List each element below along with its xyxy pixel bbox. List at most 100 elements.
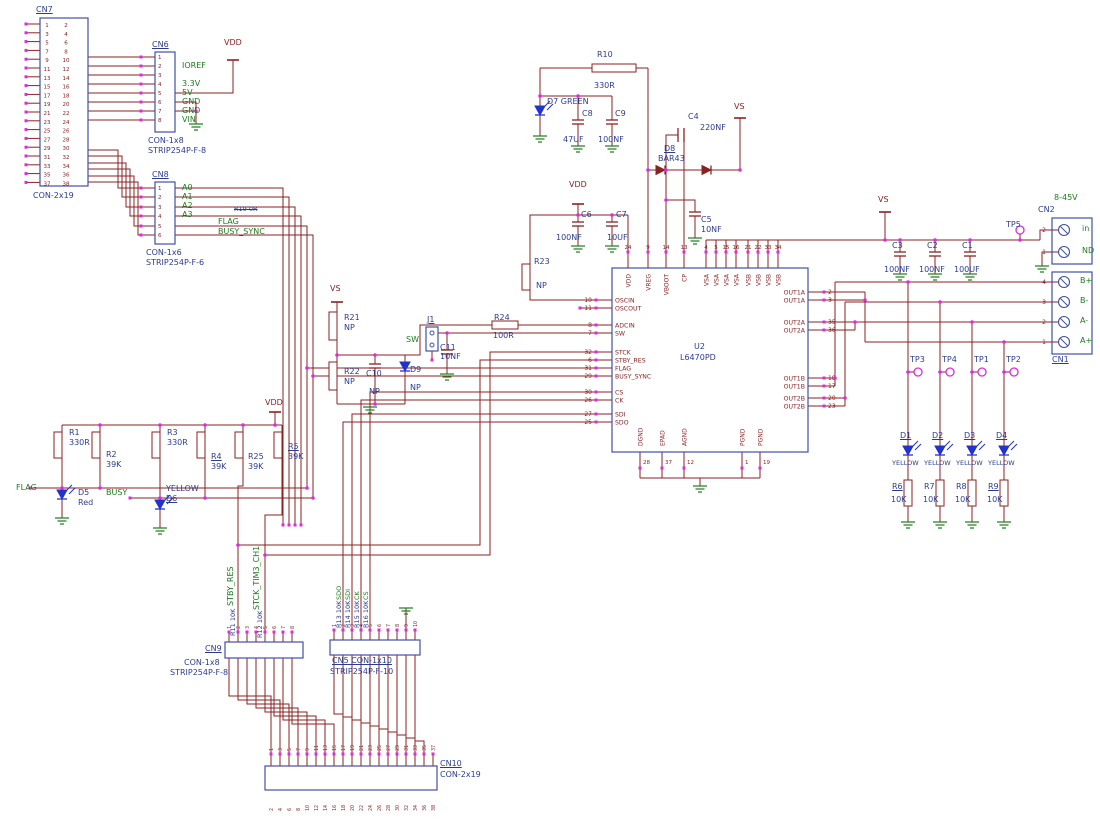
cn7-pin-number: 29 — [44, 146, 51, 152]
r6-value: 10K — [891, 495, 907, 504]
cn10-pin-number: 10 — [305, 805, 311, 811]
r6-refdes: R6 — [892, 482, 903, 491]
screw-terminal — [1060, 298, 1068, 306]
ic-pin-name: VSA — [734, 273, 741, 286]
ic-pin-name: OUT2B — [784, 396, 805, 403]
pin-connection-square — [269, 752, 273, 756]
ground-symbol — [893, 273, 907, 281]
cn7-pin-number: 9 — [45, 58, 49, 64]
diode-symbol — [655, 164, 667, 176]
pwr-vs-div: VS — [330, 284, 341, 293]
ic-part: L6470PD — [680, 353, 716, 362]
pin-connection-square — [139, 233, 143, 237]
d2-refdes: D2 — [932, 431, 944, 440]
pin-connection-square — [714, 250, 718, 254]
cn10-pin-number: 29 — [395, 745, 401, 751]
cn6-pin-number: 5 — [158, 91, 162, 97]
cn7-pin-number: 11 — [44, 67, 51, 73]
pin-connection-square — [290, 630, 294, 634]
ic-pin-number: 21 — [745, 245, 752, 251]
led-symbol — [902, 440, 922, 457]
ic-pin-name: SDO — [615, 420, 629, 427]
wire — [414, 655, 425, 754]
junction-dot — [883, 238, 887, 242]
ic-pin-number: 6 — [588, 357, 592, 364]
cn7-pin-number: 7 — [45, 49, 49, 55]
led-symbol — [998, 440, 1018, 457]
wire — [175, 196, 290, 525]
cn1-pin-number: 1 — [1042, 339, 1046, 346]
cn5-refdes: CN5 CON-1x10 — [332, 656, 392, 665]
resistor-body — [273, 431, 283, 459]
pin-connection-square — [377, 628, 381, 632]
cn7-pin-number: 4 — [64, 32, 68, 38]
pin-connection-square — [682, 250, 686, 254]
wire — [237, 458, 244, 632]
net-vin: VIN — [182, 115, 196, 124]
resistor-body — [196, 431, 206, 459]
cn10-pin-number: 9 — [305, 748, 311, 751]
ground-symbol — [55, 517, 69, 525]
ic-pin-name: OUT1A — [784, 298, 806, 305]
tp1-refdes: TP1 — [974, 355, 989, 364]
ic-pin-name: CP — [682, 274, 689, 282]
pin-connection-square — [332, 752, 336, 756]
ground-symbol — [997, 521, 1011, 529]
led-symbol — [56, 484, 76, 501]
ground-symbol — [533, 135, 547, 143]
cn7-pin-number: 8 — [64, 49, 68, 55]
cn7-pin-number: 31 — [44, 155, 51, 161]
pin-connection-square — [724, 250, 728, 254]
cn7-pin-number: 17 — [44, 93, 51, 99]
cn7-pin-number: 1 — [45, 23, 49, 29]
cn10-pin-number: 4 — [278, 808, 284, 811]
led-symbol — [966, 440, 986, 457]
d5-value: Red — [78, 498, 94, 507]
c5-value: 10NF — [701, 225, 722, 234]
ic-pin-name: OUT2B — [784, 404, 805, 411]
junction-dot — [98, 423, 102, 427]
ic-pin-number: 31 — [584, 365, 592, 372]
ic-pin-name: ADCIN — [615, 323, 635, 330]
wire — [175, 215, 302, 525]
ground-symbol — [605, 245, 619, 253]
r4-value: 39K — [211, 462, 227, 471]
c9-value: 100NF — [598, 135, 624, 144]
ic-pin-name: SW — [615, 331, 625, 338]
r21-refdes: R21 — [344, 313, 360, 322]
cn7-refdes: CN7 — [36, 5, 53, 14]
ic-pin-name: PGND — [740, 428, 747, 446]
cn5-connector — [329, 639, 421, 656]
pin-connection-square — [332, 628, 336, 632]
pin-connection-square — [24, 145, 28, 149]
net-bminus: B- — [1080, 296, 1089, 305]
ic-pin-number: 10 — [584, 297, 592, 304]
r25-refdes: R25 — [248, 452, 264, 461]
pin-connection-square — [734, 250, 738, 254]
cn6-pin-number: 4 — [158, 82, 162, 88]
pin-connection-square — [287, 523, 291, 527]
pwr-vs-d8: VS — [734, 102, 745, 111]
wire — [246, 658, 290, 754]
j1-jumper — [425, 326, 439, 352]
pin-connection-square — [281, 630, 285, 634]
pin-connection-square — [24, 101, 28, 105]
resistor-body — [999, 479, 1009, 507]
cn8-pin-number: 5 — [158, 224, 162, 230]
cn7-pin-number: 19 — [44, 102, 51, 108]
r9-refdes: R9 — [988, 482, 999, 491]
cn7-pin-number: 2 — [64, 23, 68, 29]
wire — [351, 655, 362, 754]
cn7-pin-number: 35 — [44, 173, 51, 179]
ic-pin-name: OUT1B — [784, 384, 805, 391]
cn6-pin-number: 8 — [158, 118, 162, 124]
ic-pin-number: 37 — [665, 460, 672, 466]
cn9-pin-number: 6 — [272, 626, 278, 629]
cn8-connector — [154, 181, 176, 245]
junction-dot — [863, 298, 867, 302]
r7-value: 10K — [923, 495, 939, 504]
pin-connection-square — [24, 48, 28, 52]
cn8-pin-number: 4 — [158, 214, 162, 220]
cn7-pin-number: 26 — [63, 129, 70, 135]
